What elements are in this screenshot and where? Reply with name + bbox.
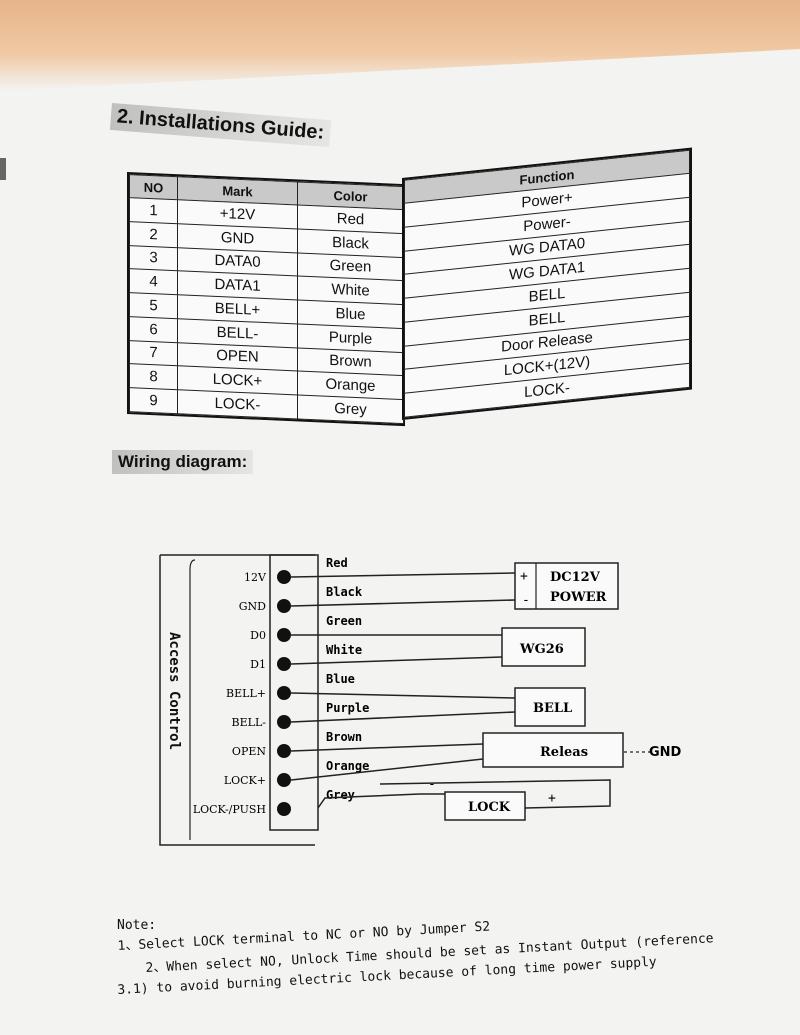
wg26-label: WG26 [519, 642, 564, 657]
terminal-label: D0 [250, 629, 266, 642]
cell-no: 3 [129, 245, 178, 272]
cell-no: 5 [129, 292, 178, 319]
terminal-screw [277, 599, 291, 613]
cell-no: 2 [129, 221, 178, 248]
cell-no: 7 [129, 340, 178, 367]
terminal-screw [277, 570, 291, 584]
wire [290, 743, 484, 752]
wire-label: Red [326, 556, 348, 570]
lock-plus: + [548, 791, 556, 806]
cell-no: 8 [129, 363, 178, 390]
header-no: NO [129, 174, 178, 200]
cell-no: 6 [129, 316, 178, 343]
power-minus: - [522, 593, 530, 608]
wire [290, 656, 503, 665]
wire-label: Green [326, 614, 362, 628]
controller-outline [159, 555, 315, 846]
page-edge-mark [0, 158, 6, 180]
terminal-screw [277, 715, 291, 729]
wire-label: Grey [326, 788, 355, 802]
wiring-diagram-title: Wiring diagram: [112, 450, 254, 474]
lock-box [444, 791, 526, 821]
terminal-label: LOCK-/PUSH [193, 803, 266, 816]
wire [290, 572, 516, 578]
lock-minus: - [428, 777, 436, 792]
power-line2: POWER [550, 590, 607, 605]
cell-mark: LOCK- [177, 389, 298, 419]
power-plus: + [520, 569, 528, 584]
terminal-label: GND [239, 600, 266, 613]
terminal-label: D1 [250, 658, 266, 671]
page-top-shadow [0, 0, 800, 90]
wire-label: Purple [326, 701, 369, 715]
cell-no: 4 [129, 268, 178, 295]
wire-label: Black [326, 585, 363, 599]
wire-label: Brown [326, 730, 362, 744]
wire [290, 599, 516, 607]
release-label: Releas [540, 745, 588, 760]
wire [290, 692, 516, 699]
release-box [482, 732, 624, 768]
lock-label: LOCK [468, 800, 511, 815]
gnd-label: GND [649, 745, 682, 760]
controller-label: Access Control [166, 632, 182, 750]
terminal-screw [277, 657, 291, 671]
terminal-screw [277, 773, 291, 787]
cell-no: 9 [129, 387, 178, 414]
terminal-screw [277, 802, 291, 816]
cell-no: 1 [129, 197, 178, 224]
terminal-screw [277, 628, 291, 642]
terminal-label: LOCK+ [224, 774, 266, 787]
note-heading: Note: [117, 918, 157, 933]
terminal-label: OPEN [232, 745, 266, 758]
terminal-screw [277, 744, 291, 758]
wire-label: White [326, 643, 362, 657]
power-line1: DC12V [550, 570, 601, 585]
terminal-label: BELL+ [226, 687, 266, 700]
lock-wire [317, 779, 611, 809]
terminal-block [269, 554, 319, 831]
wire [290, 758, 484, 781]
power-box [514, 562, 619, 610]
cell-color: Grey [297, 395, 404, 424]
wire-label: Orange [326, 759, 369, 773]
wire [290, 711, 516, 723]
bell-label: BELL [533, 701, 572, 716]
terminal-label: BELL- [232, 716, 267, 729]
terminal-label: 12V [244, 571, 267, 584]
wg26-box [501, 627, 586, 667]
terminal-screw [277, 686, 291, 700]
wire-label: Blue [326, 672, 355, 686]
bell-box [514, 687, 586, 727]
